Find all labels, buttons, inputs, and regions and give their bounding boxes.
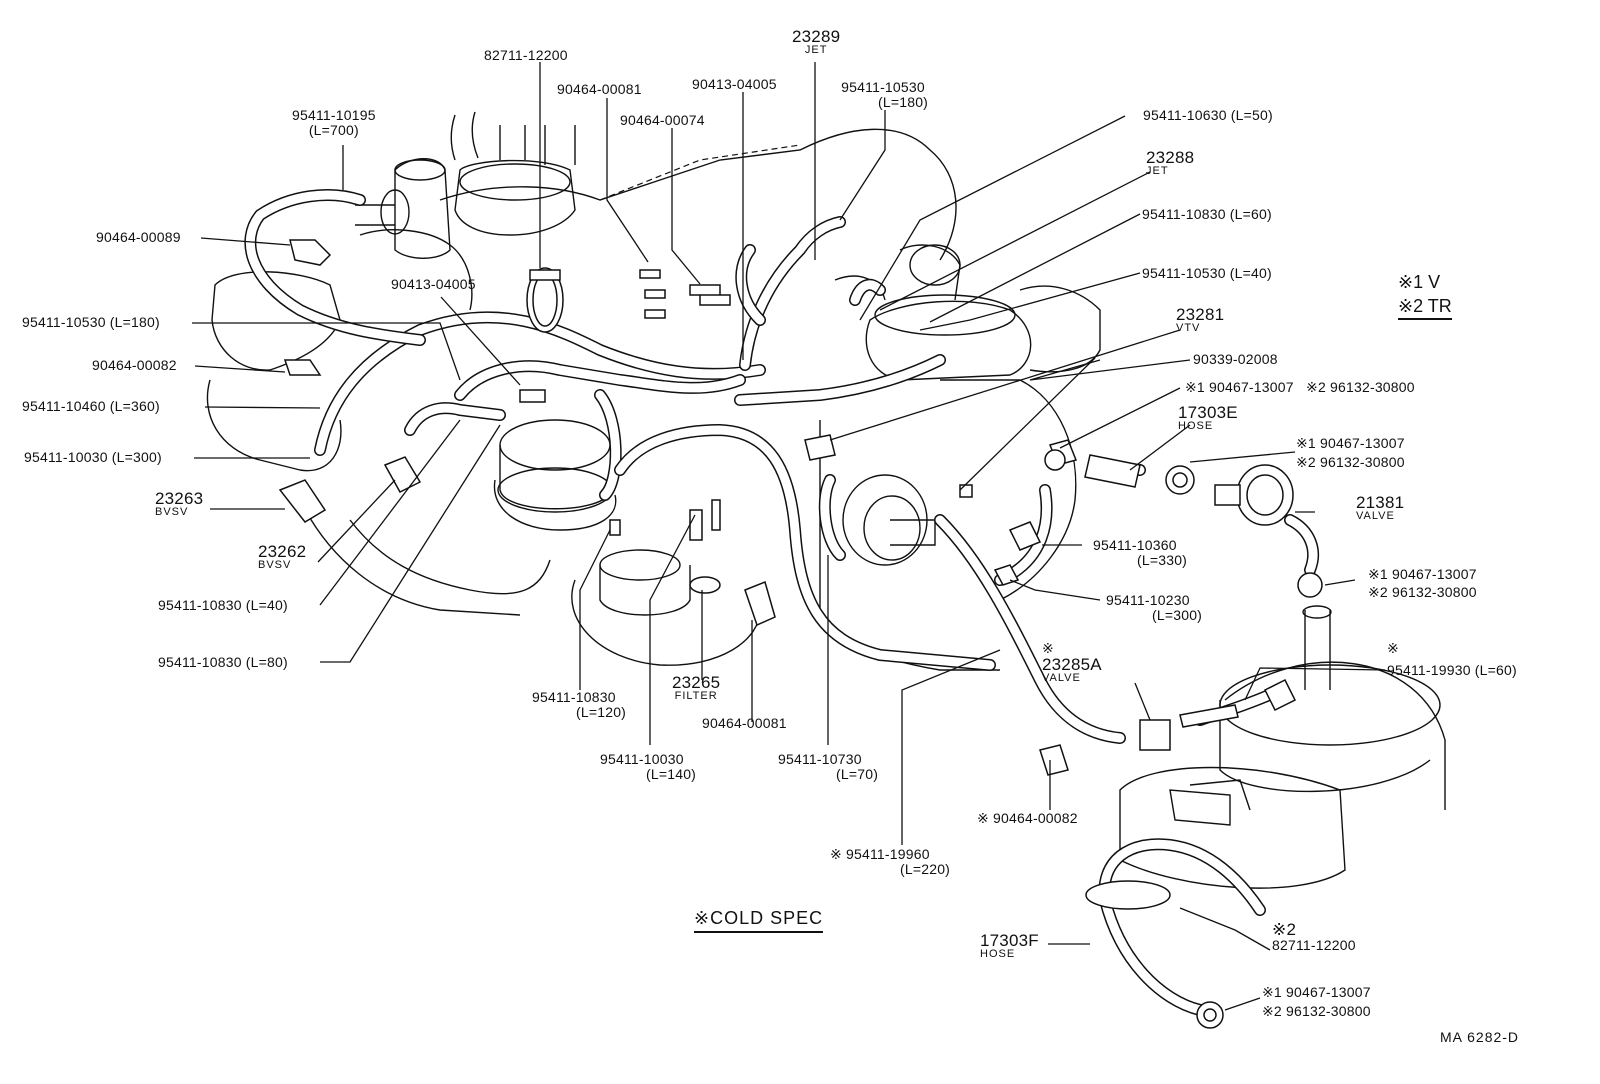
label-23289-jet: 23289 JET: [792, 27, 841, 56]
label-90464-00089: 90464-00089: [96, 229, 181, 245]
label-95411-10530-l40: 95411-10530 (L=40): [1142, 265, 1272, 281]
label-23281-vtv: 23281 VTV: [1176, 305, 1225, 334]
label-95411-10530-l180: 95411-10530 (L=180): [22, 314, 160, 330]
label-23265-filter: 23265 FILTER: [672, 673, 721, 702]
label-90464-00081-top: 90464-00081: [557, 81, 642, 97]
label-95411-10460: 95411-10460 (L=360): [22, 398, 160, 414]
label-95411-10530-top: 95411-10530 (L=180): [841, 79, 929, 110]
label-90413-04005-mid: 90413-04005: [391, 276, 476, 292]
drawing-code: MA 6282-D: [1440, 1029, 1520, 1045]
label-clamp-3: ※1 90467-13007 ※2 96132-30800: [1368, 566, 1477, 600]
label-23285a-valve: ※ 23285A VALVE: [1042, 640, 1102, 684]
label-clamp-1: ※1 90467-13007 ※2 96132-30800: [1185, 379, 1415, 395]
label-95411-10195: 95411-10195 (L=700): [292, 107, 376, 138]
label-17303e-hose: 17303E HOSE: [1178, 403, 1238, 432]
label-90339-02008: 90339-02008: [1193, 351, 1278, 367]
leader-lines: [192, 62, 1386, 1011]
legend: ※1 V ※2 TR: [1398, 270, 1452, 320]
label-95411-19960: ※ 95411-19960 (L=220): [830, 846, 951, 877]
legend-line-2: ※2 TR: [1398, 294, 1452, 320]
small-parts: [278, 239, 1323, 776]
label-95411-10830-l60: 95411-10830 (L=60): [1142, 206, 1272, 222]
label-90413-04005-top: 90413-04005: [692, 76, 777, 92]
label-90464-00074: 90464-00074: [620, 112, 705, 128]
label-82711-12200-top: 82711-12200: [484, 47, 568, 63]
label-90464-00081-bottom: 90464-00081: [702, 715, 787, 731]
label-90464-00082-bottom: ※ 90464-00082: [977, 810, 1078, 826]
label-23262-bvsv: 23262 BVSV: [258, 542, 307, 571]
label-17303f-hose: 17303F HOSE: [980, 931, 1039, 960]
label-95411-10830-l80: 95411-10830 (L=80): [158, 654, 288, 670]
legend-line-1: ※1 V: [1398, 272, 1441, 292]
label-95411-10730: 95411-10730 (L=70): [778, 751, 879, 782]
label-23263-bvsv: 23263 BVSV: [155, 489, 204, 518]
label-90464-00082-left: 90464-00082: [92, 357, 177, 373]
label-95411-10630: 95411-10630 (L=50): [1143, 107, 1273, 123]
label-95411-10830-l40: 95411-10830 (L=40): [158, 597, 288, 613]
engine-outline: [206, 111, 1446, 1029]
cold-spec-note: ※COLD SPEC: [694, 908, 824, 933]
label-95411-10830-l120: 95411-10830 (L=120): [532, 689, 627, 720]
label-clamp-2: ※1 90467-13007 ※2 96132-30800: [1296, 435, 1405, 470]
label-95411-19930-mark: ※: [1387, 640, 1399, 656]
label-clamp-4: ※1 90467-13007 ※2 96132-30800: [1262, 984, 1371, 1019]
label-23288-jet: 23288 JET: [1146, 148, 1195, 177]
label-82711-12200-bottom: ※2 82711-12200: [1272, 920, 1356, 953]
label-95411-10030-l140: 95411-10030 (L=140): [600, 751, 697, 782]
label-95411-10230: 95411-10230 (L=300): [1106, 592, 1203, 623]
label-21381-valve: 21381 VALVE: [1356, 493, 1405, 522]
label-95411-19930: 95411-19930 (L=60): [1387, 662, 1517, 678]
label-95411-10360: 95411-10360 (L=330): [1093, 537, 1188, 568]
label-95411-10030-l300: 95411-10030 (L=300): [24, 449, 162, 465]
